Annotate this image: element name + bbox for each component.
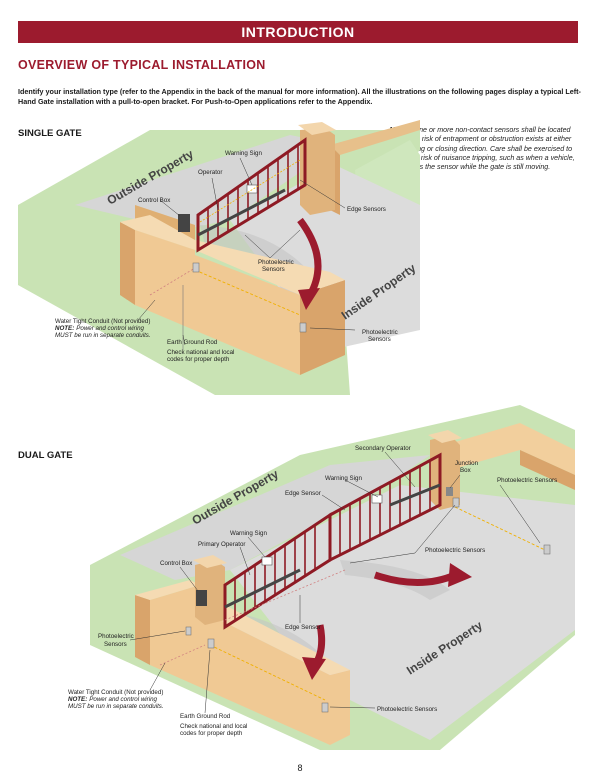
conduit-note: NOTE:Power and control wiring (68, 696, 158, 703)
conduit-label: Water Tight Conduit (Not provided) (55, 318, 150, 325)
intro-paragraph: Identify your installation type (refer t… (18, 87, 581, 106)
edge-sensor-top-label: Edge Sensor (285, 490, 321, 497)
ground-note-1: Check national and local (180, 723, 247, 730)
outside-driveway (120, 455, 430, 580)
ground-rod-label: Earth Ground Rod (167, 339, 218, 346)
section-banner: INTRODUCTION (18, 21, 578, 43)
junction-box (446, 487, 453, 496)
photoelectric-left-label-2: Sensors (104, 641, 127, 648)
right-wall (445, 423, 575, 475)
conduit-note-2: MUST be run in separate conduits. (68, 703, 164, 710)
photoelectric-label-2: Sensors (262, 266, 285, 273)
ground-rod-label: Earth Ground Rod (180, 713, 231, 720)
warning-sign-label: Warning Sign (225, 150, 262, 157)
photoelectric-right-label-2: Sensors (368, 336, 391, 343)
warning-sign-top-label: Warning Sign (325, 475, 362, 482)
dual-gate-heading: DUAL GATE (18, 450, 73, 461)
conduit-label: Water Tight Conduit (Not provided) (68, 689, 163, 696)
front-wall (150, 585, 350, 745)
ground-note-2: codes for proper depth (167, 356, 230, 363)
page-subtitle: OVERVIEW OF TYPICAL INSTALLATION (18, 58, 266, 72)
secondary-operator-label: Secondary Operator (355, 445, 411, 452)
photoelectric-left-label: Photoelectric (98, 633, 134, 640)
note-text: One or more non-contact sensors shall be… (385, 126, 575, 172)
photoelectric-sensor (192, 262, 200, 273)
conduit-note-2: MUST be run in separate conduits. (55, 332, 151, 339)
swing-arrow (297, 217, 322, 297)
outside-driveway (75, 135, 340, 230)
ground-note-2: codes for proper depth (180, 730, 243, 737)
edge-sensor-bottom-label: Edge Sensor (285, 624, 321, 631)
photoelectric-mid-label: Photoelectric Sensors (425, 547, 485, 554)
inside-driveway (230, 165, 420, 350)
single-gate-heading: SINGLE GATE (18, 128, 82, 139)
warning-sign-label: Warning Sign (230, 530, 267, 537)
single-gate (196, 137, 307, 253)
control-box (196, 590, 207, 606)
front-wall (135, 230, 300, 375)
control-box-label: Control Box (160, 560, 193, 567)
dual-gate (223, 452, 442, 630)
operator-label: Operator (198, 169, 222, 176)
photoelectric-sensor (299, 322, 307, 333)
gate-pillar (300, 128, 335, 215)
photoelectric-label: Photoelectric (258, 259, 294, 266)
swing-arrow-right (373, 571, 457, 586)
page-number: 8 (297, 763, 303, 773)
control-box-label: Control Box (138, 197, 171, 204)
primary-operator-label: Primary Operator (198, 541, 245, 548)
edge-sensors-label: Edge Sensors (347, 206, 386, 213)
junction-box-label-2: Box (460, 467, 472, 474)
photoelectric-right-label: Photoelectric Sensors (497, 477, 557, 484)
photoelectric-right-label: Photoelectric (362, 329, 398, 336)
ground-note-1: Check national and local (167, 349, 234, 356)
control-box (178, 214, 190, 232)
single-gate-diagram: Outside Property Inside Property Warning… (18, 120, 420, 395)
dual-gate-diagram: Outside Property Inside Property Seconda… (68, 405, 575, 750)
photoelectric-bottom-label: Photoelectric Sensors (377, 706, 437, 713)
junction-box-label: Junction (455, 460, 479, 467)
left-pillar (195, 560, 225, 625)
conduit-note: NOTE:Power and control wiring (55, 325, 145, 332)
